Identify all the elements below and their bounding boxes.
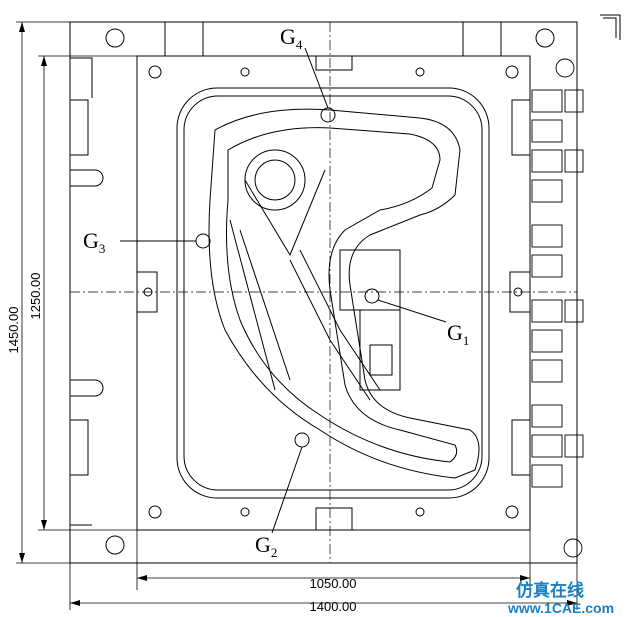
gate-g2-point [294,432,310,448]
gate-label-g1: G1 [447,320,469,348]
dim-height-outer: 1450.00 [6,307,21,354]
part-contour [208,108,480,479]
gate-label-g2: G2 [255,532,277,560]
cavity-outline [176,87,490,499]
gate-g3-point [195,233,211,249]
gate-label-g4: G4 [280,24,303,52]
watermark-url: www.1CAE.com [507,600,614,616]
gate-g1-point [364,288,380,304]
dim-height-inner: 1250.00 [28,273,43,320]
dim-width-inner: 1050.00 [310,576,357,591]
outer-plate [69,21,578,564]
dim-width-outer: 1400.00 [310,599,357,614]
watermark-cn: 仿真在线 [516,580,584,601]
inner-plate [136,55,531,531]
boss-circle [244,149,306,211]
gate-label-g3: G3 [83,228,105,256]
